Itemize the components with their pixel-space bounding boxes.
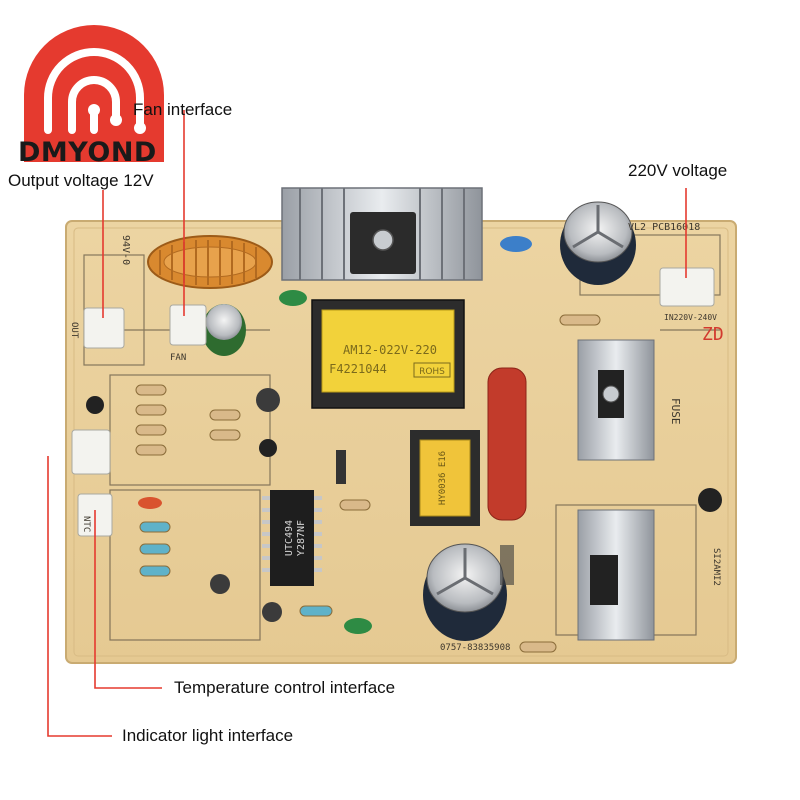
silk-fan: FAN: [170, 353, 186, 363]
leader-temperature: [94, 510, 162, 689]
ic-label-2: Y287NF: [296, 520, 307, 556]
silk-pcb-code: VL2 PCB16018: [628, 222, 700, 233]
transformer-rohs: ROHS: [419, 367, 445, 377]
brand-name: DMYOND: [18, 137, 157, 168]
small-components: [86, 236, 722, 634]
silk-ntc: NTC: [81, 516, 91, 532]
silk-94v0: 94V-0: [120, 235, 131, 265]
transformer-label-1: AM12-022V-220: [343, 343, 437, 357]
silk-ac-mark: ZD: [702, 324, 724, 345]
label-indicator-light: Indicator light interface: [122, 726, 294, 745]
ic-label-1: UTC494: [284, 520, 295, 556]
capacitor-green: [202, 304, 246, 356]
label-220v-voltage: 220V voltage: [628, 161, 728, 180]
small-transformer: HY0036 E16: [410, 430, 480, 526]
small-transformer-label: HY0036 E16: [438, 451, 448, 505]
transformer-label-2: F4221044: [329, 362, 387, 376]
leader-indicator: [47, 456, 112, 737]
silk-fuse: FUSE: [669, 398, 682, 425]
heatsink-top: [281, 187, 483, 281]
label-temperature-control: Temperature control interface: [174, 678, 396, 697]
capacitor-large-top: [560, 201, 636, 285]
brand-logo-icon: [24, 25, 164, 162]
ic-chip: UTC494 Y287NF: [262, 490, 322, 586]
capacitor-large-bottom: [423, 543, 514, 641]
main-transformer: AM12-022V-220 F4221044 ROHS: [311, 299, 465, 409]
silk-voltage-range: IN220V-240V: [664, 313, 717, 322]
callout-lines: [47, 110, 687, 737]
silk-right-edge: SI2AMI2: [711, 548, 721, 586]
silkscreen: 94V-0 VL2 PCB16018 0757-83835908 FUSE IN…: [69, 222, 724, 653]
resistors: [135, 314, 601, 653]
toroid-inductor: [147, 235, 273, 289]
heatsink-right: [577, 339, 655, 641]
label-output-voltage: Output voltage 12V: [8, 171, 154, 190]
capacitor-red: [487, 367, 527, 521]
silk-serial: 0757-83835908: [440, 643, 510, 653]
silk-out: OUT: [69, 322, 79, 339]
label-fan-interface: Fan interface: [133, 100, 233, 119]
